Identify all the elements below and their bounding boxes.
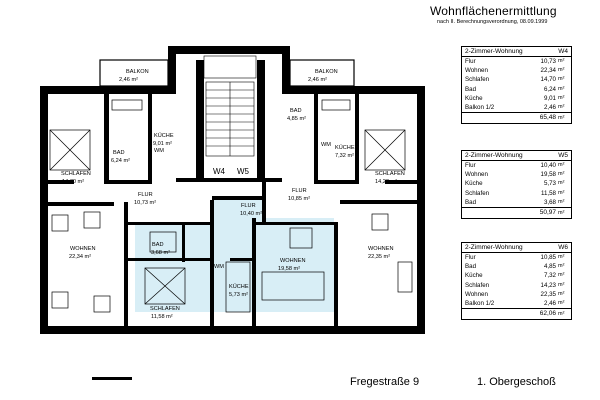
label-wm-w6: WM <box>321 142 331 148</box>
label-schlafen-w5: SCHLAFEN <box>150 306 180 312</box>
page-subtitle: nach II. Berechnungsverordnung, 08.09.19… <box>437 19 548 25</box>
outer-walls <box>40 46 425 334</box>
label-wohnen-w4: WOHNEN <box>70 246 95 252</box>
street-address: Fregestraße 9 <box>350 376 420 388</box>
floor-label: 1. Obergeschoß <box>477 376 556 388</box>
label-flur-w4: FLUR <box>138 192 153 198</box>
label-wohnen-w6-area: 22,35 m² <box>368 254 390 260</box>
label-kueche-w5: KÜCHE <box>229 283 249 290</box>
furniture <box>49 99 413 313</box>
label-wohnen-w4-area: 22,34 m² <box>69 254 91 260</box>
label-bad-w5: BAD <box>152 242 164 248</box>
label-bad-w4-area: 6,24 m² <box>111 158 130 164</box>
label-balkon-left-area: 2,46 m² <box>119 77 138 83</box>
label-w5: W5 <box>237 167 250 176</box>
apartment-id: W5 <box>558 152 568 159</box>
label-schlafen-w6-area: 14,23 m² <box>375 179 397 185</box>
apartment-name: 2-Zimmer-Wohnung <box>465 152 523 159</box>
label-kueche-w5-area: 5,73 m² <box>229 292 248 298</box>
room-labels: BALKON 2,46 m² BALKON 2,46 m² KÜCHE 9,01… <box>61 69 405 320</box>
table-header: 2-Zimmer-Wohnung W6 <box>462 243 571 253</box>
label-flur-w6-area: 10,85 m² <box>288 196 310 202</box>
label-bad-w6: BAD <box>290 108 302 114</box>
label-flur-w4-area: 10,73 m² <box>134 200 156 206</box>
label-schlafen-w5-area: 11,58 m² <box>151 314 173 320</box>
apartment-id: W4 <box>558 48 568 55</box>
label-schlafen-w4: SCHLAFEN <box>61 171 91 177</box>
label-balkon-left: BALKON <box>126 69 149 75</box>
label-wm-w4: WM <box>154 148 164 154</box>
label-balkon-right: BALKON <box>315 69 338 75</box>
page-title: Wohnflächenermittlung <box>430 4 557 18</box>
label-flur-w5: FLUR <box>241 203 256 209</box>
label-flur-w5-area: 10,40 m² <box>240 211 262 217</box>
label-wm-w5: WM <box>214 264 224 270</box>
label-wohnen-w6: WOHNEN <box>368 246 393 252</box>
table-header: 2-Zimmer-Wohnung W4 <box>462 47 571 57</box>
label-balkon-right-area: 2,46 m² <box>308 77 327 83</box>
apartment-name: 2-Zimmer-Wohnung <box>465 48 523 55</box>
interior-walls <box>44 94 417 326</box>
label-flur-w6: FLUR <box>292 188 307 194</box>
label-bad-w4: BAD <box>113 150 125 156</box>
apartment-name: 2-Zimmer-Wohnung <box>465 244 523 251</box>
label-kueche-w4: KÜCHE <box>154 132 174 139</box>
staircase <box>203 55 257 157</box>
balconies <box>99 59 355 87</box>
label-schlafen-w6: SCHLAFEN <box>375 171 405 177</box>
label-w6: W6 <box>258 149 267 162</box>
label-kueche-w4-area: 9,01 m² <box>153 141 172 147</box>
scale-bar <box>92 377 132 380</box>
label-wohnen-w5-area: 19,58 m² <box>278 266 300 272</box>
label-bad-w5-area: 3,68 m² <box>151 250 170 256</box>
label-kueche-w6: KÜCHE <box>335 144 355 151</box>
apartment-id: W6 <box>558 244 568 251</box>
label-w4: W4 <box>213 167 226 176</box>
label-schlafen-w4-area: 14,70 m² <box>62 179 84 185</box>
label-bad-w6-area: 4,85 m² <box>287 116 306 122</box>
floor-plan: BALKON 2,46 m² BALKON 2,46 m² KÜCHE 9,01… <box>40 46 425 334</box>
table-header: 2-Zimmer-Wohnung W5 <box>462 151 571 161</box>
w5-fill <box>135 200 334 312</box>
label-kueche-w6-area: 7,32 m² <box>335 153 354 159</box>
label-wohnen-w5: WOHNEN <box>280 258 305 264</box>
